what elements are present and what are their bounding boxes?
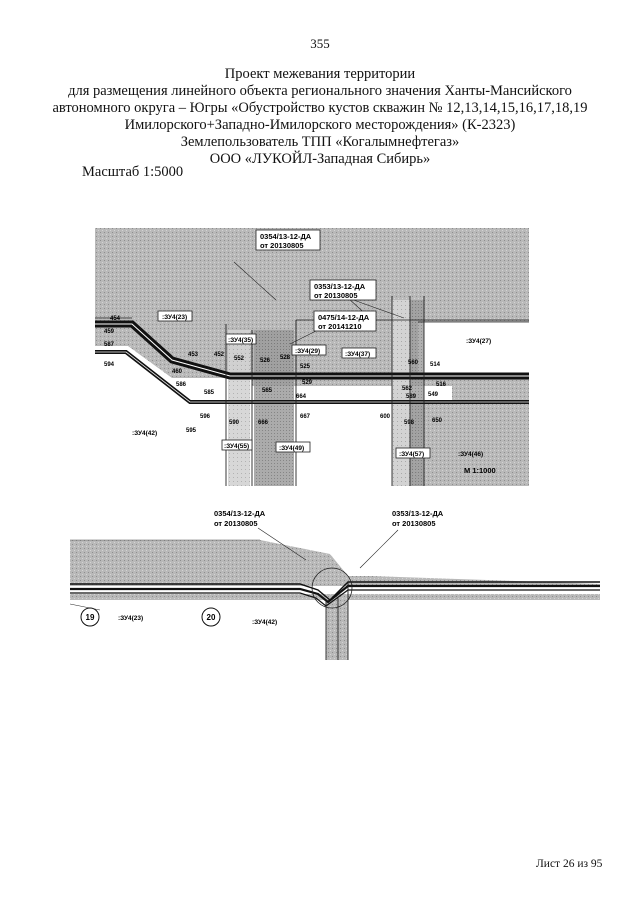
doc-label-date: от 20130805	[314, 291, 358, 300]
point-label: 516	[436, 382, 447, 388]
parcel-label: :ЗУ4(42)	[252, 619, 277, 626]
parcel-label: :ЗУ4(55)	[224, 443, 249, 450]
doc-label-0475-inset: 0475/14-12-ДА от 20141210	[313, 310, 377, 332]
parcel-label: :ЗУ4(29)	[295, 348, 320, 355]
point-label: 590	[229, 420, 240, 426]
point-label: 594	[104, 362, 115, 368]
point-label: 560	[408, 360, 419, 366]
parcel-label: :ЗУ4(27)	[466, 338, 491, 345]
marker-label: 19	[86, 613, 95, 622]
inset-white-area-right	[418, 322, 529, 376]
sheet-number: Лист 26 из 95	[536, 858, 603, 870]
marker-20: 20	[201, 607, 221, 627]
doc-label-number: 0354/13-12-ДА	[214, 509, 266, 518]
parcel-label: :ЗУ4(49)	[279, 445, 304, 452]
point-label: 589	[406, 394, 417, 400]
point-label: 667	[300, 414, 311, 420]
point-label: 549	[428, 392, 439, 398]
point-label: 552	[234, 356, 245, 362]
header-line-2: для размещения линейного объекта региона…	[68, 83, 572, 99]
point-label: 595	[186, 428, 197, 434]
parcel-label: :ЗУ4(23)	[162, 314, 187, 321]
doc-label-0353-inset: 0353/13-12-ДА от 20130805	[309, 279, 377, 301]
point-label: 514	[430, 362, 441, 368]
header-line-5: Землепользователь ТПП «Когалымнефтегаз»	[180, 134, 460, 150]
doc-label-date: от 20130805	[214, 519, 258, 528]
parcel-label: :ЗУ4(23)	[118, 615, 143, 622]
page-number: 355	[310, 36, 330, 51]
point-label: 650	[432, 418, 443, 424]
point-label: 528	[280, 355, 291, 361]
point-label: 586	[176, 382, 187, 388]
point-label: 525	[300, 364, 311, 370]
point-label: 453	[188, 352, 199, 358]
doc-label-number: 0475/14-12-ДА	[318, 313, 370, 322]
point-label: 596	[200, 414, 211, 420]
point-label: 459	[104, 329, 115, 335]
header-line-4: Имилорского+Западно-Имилорского месторож…	[124, 117, 516, 133]
doc-label-number: 0354/13-12-ДА	[260, 232, 312, 241]
doc-label-0354-inset: 0354/13-12-ДА от 20130805	[255, 229, 321, 251]
point-label: 585	[204, 390, 215, 396]
header-line-3: автономного округа – Югры «Обустройство …	[52, 100, 588, 116]
document-header: Проект межевания территории для размещен…	[40, 66, 600, 168]
parcel-label: :ЗУ4(46)	[458, 451, 483, 458]
parcel-label: :ЗУ4(42)	[132, 430, 157, 437]
inset-map: 0354/13-12-ДА от 20130805 0353/13-12-ДА …	[95, 228, 529, 486]
point-label: 565	[262, 388, 273, 394]
point-label: 454	[110, 316, 121, 322]
point-label: 666	[258, 420, 269, 426]
doc-label-number: 0353/13-12-ДА	[314, 282, 366, 291]
point-label: 598	[404, 420, 415, 426]
point-label: 600	[380, 414, 391, 420]
inset-scale-label: М 1:1000	[464, 466, 496, 475]
marker-19: 19	[80, 607, 100, 627]
header-line-1: Проект межевания территории	[224, 66, 416, 82]
parcel-label: :ЗУ4(35)	[228, 337, 253, 344]
point-label: 460	[172, 369, 183, 375]
point-label: 664	[296, 394, 307, 400]
doc-label-date: от 20130805	[260, 241, 304, 250]
parcel-label: :ЗУ4(57)	[399, 451, 424, 458]
header-line-6: ООО «ЛУКОЙЛ-Западная Сибирь»	[209, 151, 431, 167]
doc-label-number: 0353/13-12-ДА	[392, 509, 444, 518]
marker-label: 20	[207, 613, 216, 622]
doc-label-date: от 20130805	[392, 519, 436, 528]
point-label: 529	[302, 380, 313, 386]
point-label: 587	[104, 342, 115, 348]
point-label: 452	[214, 352, 225, 358]
point-label: 562	[402, 386, 413, 392]
doc-label-date: от 20141210	[318, 322, 362, 331]
map-scale: Масштаб 1:5000	[82, 164, 184, 180]
parcel-label: :ЗУ4(37)	[345, 351, 370, 358]
point-label: 526	[260, 358, 271, 364]
overview-map: 0354/13-12-ДА от 20130805 0353/13-12-ДА …	[69, 509, 600, 660]
